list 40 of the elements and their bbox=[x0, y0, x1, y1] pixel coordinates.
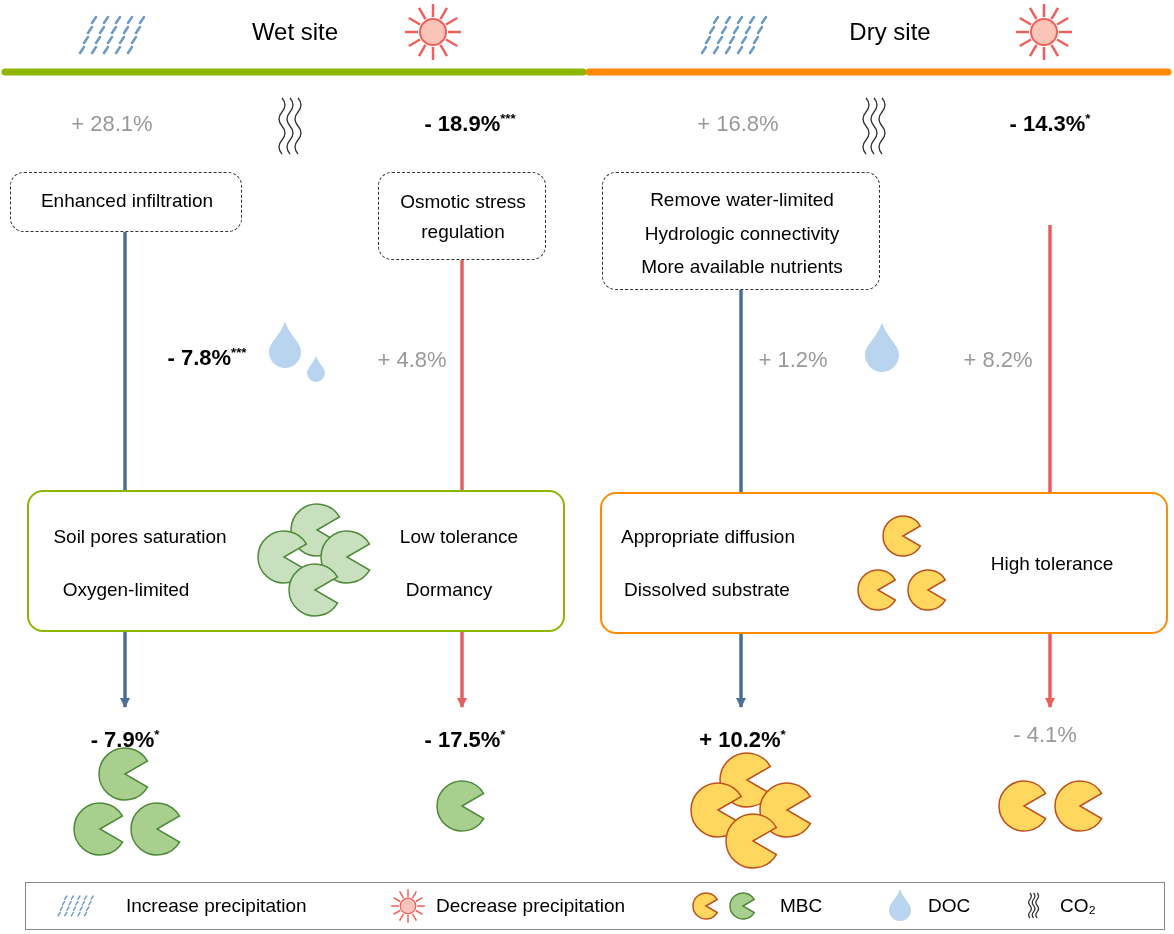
dashed-box bbox=[602, 172, 880, 290]
dashed-box bbox=[10, 172, 242, 232]
arrow bbox=[736, 634, 746, 708]
legend-text: CO₂ bbox=[1060, 895, 1096, 917]
percent-label: + 28.1% bbox=[71, 111, 153, 137]
box-text: High tolerance bbox=[990, 553, 1114, 575]
box-text: Remove water-limited bbox=[650, 189, 834, 211]
connector-line bbox=[460, 260, 464, 490]
box-text: Enhanced infiltration bbox=[40, 190, 214, 212]
rounded-box bbox=[27, 490, 565, 632]
dashed-box bbox=[378, 172, 546, 260]
percent-label: - 14.3%$^{*}$ bbox=[1009, 110, 1091, 138]
percent-label: + 16.8% bbox=[697, 111, 779, 137]
box-text: Soil pores saturation bbox=[53, 526, 227, 548]
box-text: Hydrologic connectivity bbox=[644, 223, 840, 245]
site-title: Dry site bbox=[849, 18, 931, 46]
box-text: Dormancy bbox=[405, 579, 493, 601]
connector-line bbox=[739, 290, 743, 492]
legend-text: Increase precipitation bbox=[126, 895, 307, 917]
legend-text: DOC bbox=[928, 895, 971, 917]
percent-label: - 7.9%$^{*}$ bbox=[75, 718, 175, 752]
connector-line bbox=[123, 232, 127, 490]
percent-label: + 10.2%$^{*}$ bbox=[685, 718, 800, 752]
rounded-box bbox=[600, 492, 1168, 634]
arrow bbox=[457, 632, 467, 708]
legend-text: Decrease precipitation bbox=[436, 895, 626, 917]
percent-label: - 18.9%$^{***}$ bbox=[424, 110, 516, 138]
box-text: Appropriate diffusion bbox=[621, 526, 795, 548]
arrow bbox=[1045, 634, 1055, 708]
box-text: More available nutrients bbox=[641, 256, 843, 278]
connector-line bbox=[1048, 225, 1052, 492]
arrow bbox=[120, 632, 130, 708]
box-text: Oxygen-limited bbox=[62, 579, 190, 601]
percent-label: - 4.1% bbox=[1000, 718, 1090, 752]
legend-text: MBC bbox=[780, 895, 823, 917]
site-title: Wet site bbox=[251, 18, 339, 46]
box-text: Dissolved substrate bbox=[624, 579, 790, 601]
box-text: Low tolerance bbox=[399, 526, 519, 548]
box-text: Osmotic stress regulation bbox=[399, 190, 527, 244]
percent-label: - 17.5%$^{*}$ bbox=[410, 718, 520, 752]
